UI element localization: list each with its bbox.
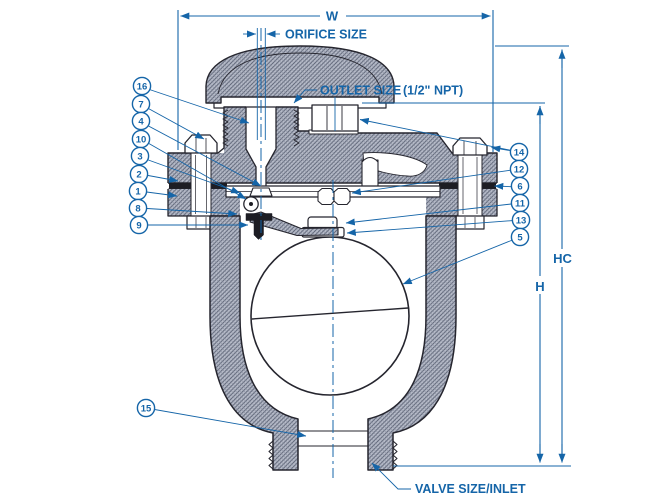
callout-15: 15 xyxy=(136,398,307,438)
annotations: W ORIFICE SIZE OUTLET SIZE (1/2" NPT) HC xyxy=(128,9,572,496)
dimension-w: W xyxy=(177,9,494,152)
cap-slip-ring xyxy=(213,95,387,109)
callout-9: 9 xyxy=(129,215,249,235)
flange-bolt-right xyxy=(452,137,488,230)
inlet-label-group: VALVE SIZE/INLET xyxy=(371,462,526,496)
svg-text:13: 13 xyxy=(516,216,527,227)
callout-5: 5 xyxy=(402,227,530,285)
svg-text:5: 5 xyxy=(517,233,523,244)
dim-hc-label: HC xyxy=(553,251,572,266)
svg-text:7: 7 xyxy=(138,100,143,111)
outlet-size-label: OUTLET SIZE xyxy=(320,84,401,98)
orifice-size-label: ORIFICE SIZE xyxy=(285,28,367,42)
svg-text:4: 4 xyxy=(138,117,144,128)
pivot-pin xyxy=(243,196,259,212)
callout-2: 2 xyxy=(129,164,179,184)
valve-size-inlet-label: VALVE SIZE/INLET xyxy=(415,482,526,496)
callout-12: 12 xyxy=(351,159,529,196)
callout-16: 16 xyxy=(132,76,250,124)
orifice-mount-nuts xyxy=(317,187,351,206)
cap-assembly xyxy=(205,45,395,109)
svg-text:3: 3 xyxy=(137,152,142,163)
centerlines xyxy=(260,28,334,478)
float-ball-seam xyxy=(251,307,409,320)
svg-text:1: 1 xyxy=(135,187,141,198)
float-mechanism xyxy=(225,185,441,396)
svg-text:6: 6 xyxy=(517,182,522,193)
gasket xyxy=(169,183,496,189)
cover-hatched-mass xyxy=(168,107,497,183)
dimension-hc: HC xyxy=(495,45,572,463)
inlet-male-threads xyxy=(268,440,398,470)
outlet-boss xyxy=(308,104,359,135)
cap-dome xyxy=(205,45,395,104)
svg-text:10: 10 xyxy=(136,135,147,146)
outlet-leader xyxy=(293,89,317,104)
callout-6: 6 xyxy=(494,176,530,196)
outlet-label-group: OUTLET SIZE (1/2" NPT) xyxy=(293,84,463,131)
callouts: 16 7 4 10 3 xyxy=(128,76,531,438)
svg-text:14: 14 xyxy=(514,148,525,159)
svg-text:16: 16 xyxy=(137,82,148,93)
dim-h-label: H xyxy=(535,279,544,294)
cap-dome-inner-line xyxy=(217,52,383,95)
flange-bolt-left xyxy=(184,134,218,230)
dimension-h: H xyxy=(362,102,571,467)
valve-drawing xyxy=(167,45,498,471)
svg-text:11: 11 xyxy=(515,199,526,210)
vessel-wall-left xyxy=(209,215,299,471)
inlet-leader xyxy=(371,462,411,490)
outlet-npt-label: (1/2" NPT) xyxy=(403,84,463,98)
callout-3: 3 xyxy=(130,146,241,194)
guide-stud xyxy=(361,156,379,187)
callout-11: 11 xyxy=(345,193,530,226)
dimension-orifice: ORIFICE SIZE xyxy=(243,28,367,140)
flange-joint xyxy=(167,134,498,230)
dim-w-label: W xyxy=(326,9,339,24)
svg-text:2: 2 xyxy=(136,170,141,181)
float-ball xyxy=(250,236,410,396)
svg-text:8: 8 xyxy=(135,204,140,215)
svg-text:12: 12 xyxy=(514,165,525,176)
callout-4: 4 xyxy=(131,111,262,187)
svg-text:15: 15 xyxy=(141,404,152,415)
svg-text:9: 9 xyxy=(136,221,141,232)
